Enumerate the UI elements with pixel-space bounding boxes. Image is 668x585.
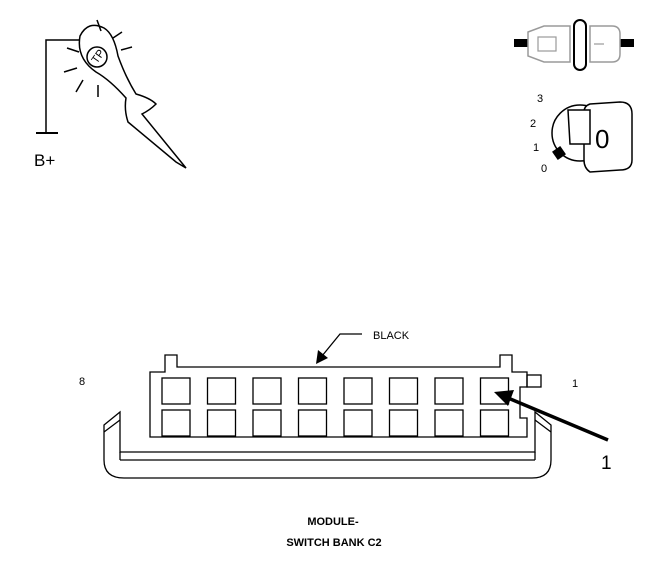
pin-cavity — [479, 409, 510, 437]
callout-number: 1 — [601, 453, 612, 474]
test-light-icon — [36, 19, 187, 169]
b-plus-label: B+ — [34, 151, 55, 170]
connector-pin-grid — [161, 377, 510, 437]
pin-number-left: 8 — [79, 376, 85, 388]
ignition-key-label: 0 — [595, 124, 609, 154]
pin-cavity — [252, 377, 282, 405]
pin-cavity — [434, 377, 464, 405]
black-leader-arrow — [316, 333, 362, 364]
pin-cavity — [252, 409, 282, 437]
connector-disconnected-icon — [514, 19, 634, 71]
pin-cavity — [343, 409, 373, 437]
pin-cavity — [297, 409, 328, 437]
pin-cavity — [206, 377, 237, 405]
ignition-position-3: 3 — [537, 93, 543, 105]
pin-cavity — [388, 409, 419, 437]
module-title-line-1: MODULE- — [307, 516, 359, 528]
module-title-line-2: SWITCH BANK C2 — [286, 537, 381, 549]
pin-cavity — [161, 377, 191, 405]
ignition-key-icon — [551, 101, 633, 173]
pin-cavity — [388, 377, 419, 405]
connector-body — [103, 354, 552, 479]
pin-cavity — [434, 409, 464, 437]
pin-cavity — [343, 377, 373, 405]
pin-cavity — [206, 409, 237, 437]
ignition-position-2: 2 — [530, 118, 536, 130]
callout-arrow — [494, 390, 609, 442]
ignition-position-1: 1 — [533, 142, 539, 154]
pin-cavity — [297, 377, 328, 405]
connector-color-label: BLACK — [373, 330, 410, 342]
ignition-position-0: 0 — [541, 163, 547, 175]
pin-cavity — [161, 409, 191, 437]
pin-number-right: 1 — [572, 378, 578, 390]
